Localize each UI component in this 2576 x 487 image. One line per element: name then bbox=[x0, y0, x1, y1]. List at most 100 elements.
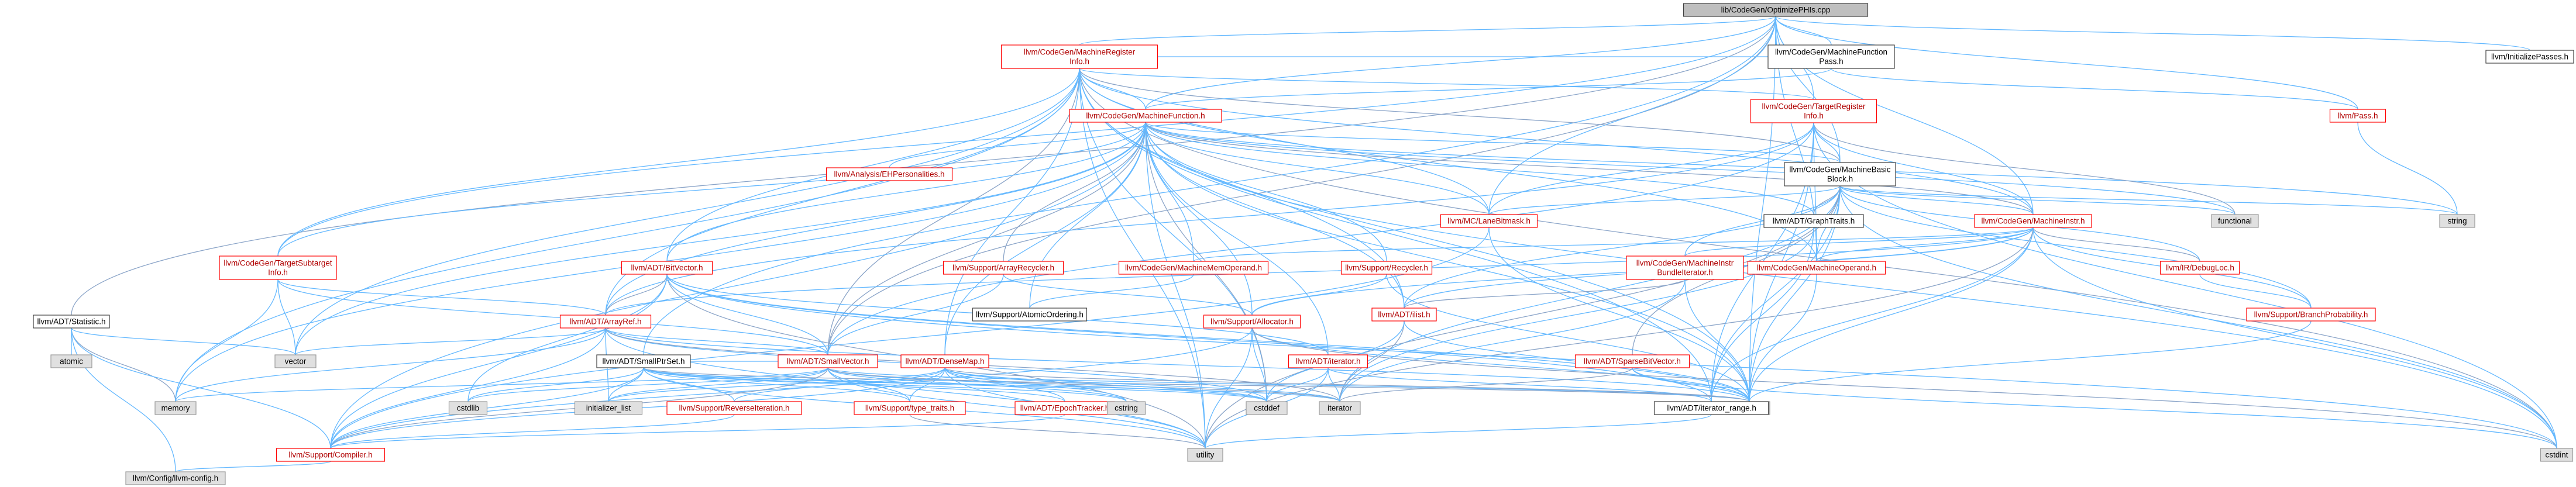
node-llvm-mc-lanebitmask-h[interactable]: llvm/MC/LaneBitmask.h bbox=[1440, 214, 1538, 228]
node-llvm-adt-smallvector-h[interactable]: llvm/ADT/SmallVector.h bbox=[778, 354, 878, 368]
edge-line bbox=[666, 274, 828, 355]
edge-line bbox=[1488, 185, 1841, 215]
node-llvm-adt-ilist-h[interactable]: llvm/ADT/ilist.h bbox=[1371, 308, 1437, 322]
edge-mf-to-vector bbox=[295, 122, 1146, 355]
edge-line bbox=[944, 367, 1267, 402]
edge-aref-to-svec bbox=[605, 327, 828, 355]
node-llvm-adt-statistic-h[interactable]: llvm/ADT/Statistic.h bbox=[33, 315, 110, 329]
node-llvm-support-type-traits-h[interactable]: llvm/Support/type_traits.h bbox=[854, 401, 966, 415]
edge-line bbox=[608, 367, 945, 402]
edge-line bbox=[1145, 122, 2034, 215]
edge-line bbox=[1079, 68, 2557, 449]
node-box bbox=[1440, 214, 1538, 228]
node-llvm-adt-iterator-range-h[interactable]: llvm/ADT/iterator_range.h bbox=[1653, 401, 1769, 415]
node-llvm-support-arrayrecycler-h[interactable]: llvm/Support/ArrayRecycler.h bbox=[943, 261, 1064, 275]
edge-bitv-to-aref bbox=[605, 274, 668, 316]
node-llvm-support-compiler-h[interactable]: llvm/Support/Compiler.h bbox=[276, 448, 386, 462]
node-llvm-pass-h[interactable]: llvm/Pass.h bbox=[2329, 109, 2386, 123]
edge-line bbox=[605, 122, 1814, 316]
edge-line bbox=[330, 274, 668, 449]
edge-line bbox=[1775, 16, 2358, 110]
edge-tsi-to-vector bbox=[277, 279, 296, 355]
edge-mo-to-cassert bbox=[1749, 274, 1817, 402]
edge-line bbox=[1003, 274, 1253, 316]
edge-line bbox=[2357, 122, 2458, 215]
edge-svec-to-iterator bbox=[827, 367, 1340, 402]
node-llvm-adt-graphtraits-h[interactable]: llvm/ADT/GraphTraits.h bbox=[1763, 214, 1864, 228]
node-llvm-adt-densemap-h[interactable]: llvm/ADT/DenseMap.h bbox=[900, 354, 989, 368]
edge-line bbox=[277, 68, 1080, 257]
edge-svec-to-cstddef bbox=[827, 367, 1267, 402]
edge-sps-to-svec bbox=[690, 361, 778, 362]
node-llvm-codegen-machinefunction-h[interactable]: llvm/CodeGen/MachineFunction.h bbox=[1069, 109, 1222, 123]
edge-mf-to-svec bbox=[827, 122, 1146, 355]
node-llvm-codegen-machineinstrbundleiterator-h[interactable]: llvm/CodeGen/MachineInstrBundleIterator.… bbox=[1626, 255, 1744, 280]
edge-mri-to-memory bbox=[175, 68, 1080, 402]
edge-line bbox=[467, 274, 668, 402]
node-atomic: atomic bbox=[50, 354, 92, 368]
node-label: llvm/CodeGen/MachineBasic bbox=[1789, 165, 1891, 174]
node-label: llvm/Support/BranchProbability.h bbox=[2254, 310, 2368, 319]
node-llvm-support-allocator-h[interactable]: llvm/Support/Allocator.h bbox=[1203, 315, 1301, 329]
edge-line bbox=[71, 327, 331, 449]
node-llvm-codegen-machineinstr-h[interactable]: llvm/CodeGen/MachineInstr.h bbox=[1974, 214, 2092, 228]
node-llvm-codegen-machinememoperand-h[interactable]: llvm/CodeGen/MachineMemOperand.h bbox=[1118, 261, 1269, 275]
edge-mi-to-cstdint bbox=[2032, 227, 2557, 449]
node-llvm-support-recycler-h[interactable]: llvm/Support/Recycler.h bbox=[1340, 261, 1433, 275]
node-llvm-codegen-machineoperand-h[interactable]: llvm/CodeGen/MachineOperand.h bbox=[1747, 261, 1886, 275]
edge-mbb-to-functional bbox=[1839, 185, 2235, 215]
edge-lbm-to-cassert bbox=[1488, 227, 1750, 402]
edge-line bbox=[605, 327, 1206, 449]
edge-mri-to-tsi bbox=[277, 68, 1080, 257]
node-box bbox=[1626, 255, 1744, 280]
edge-line bbox=[1079, 68, 2034, 215]
node-llvm-adt-iterator-h[interactable]: llvm/ADT/iterator.h bbox=[1288, 354, 1368, 368]
edge-dbg-to-bp bbox=[2199, 274, 2312, 309]
edge-mi-to-itrange bbox=[1711, 227, 2034, 402]
edge-line bbox=[277, 279, 828, 355]
node-llvm-analysis-ehpersonalities-h[interactable]: llvm/Analysis/EHPersonalities.h bbox=[826, 167, 953, 181]
edge-line bbox=[1749, 274, 1817, 402]
edge-alloc-to-cstdint bbox=[1251, 327, 2557, 449]
node-llvm-support-reverseiteration-h[interactable]: llvm/Support/ReverseIteration.h bbox=[666, 401, 802, 415]
edge-line bbox=[330, 327, 606, 449]
edge-line bbox=[643, 367, 1127, 402]
node-label: llvm/Config/llvm-config.h bbox=[133, 474, 218, 483]
edge-root-to-mbb bbox=[1775, 16, 1841, 163]
edge-mbb-to-string bbox=[1839, 185, 2458, 215]
node-box bbox=[900, 354, 989, 368]
edge-mfp-to-pass bbox=[1831, 68, 2358, 110]
node-llvm-adt-arrayref-h[interactable]: llvm/ADT/ArrayRef.h bbox=[559, 315, 652, 329]
node-label: functional bbox=[2218, 217, 2252, 226]
edge-mbb-to-ilist bbox=[1404, 185, 1841, 309]
node-llvm-support-atomicordering-h[interactable]: llvm/Support/AtomicOrdering.h bbox=[972, 308, 1088, 322]
node-llvm-initializepasses-h[interactable]: llvm/InitializePasses.h bbox=[2485, 50, 2574, 64]
node-llvm-adt-bitvector-h[interactable]: llvm/ADT/BitVector.h bbox=[621, 261, 713, 275]
node-box bbox=[1371, 308, 1437, 322]
node-llvm-adt-smallptrset-h[interactable]: llvm/ADT/SmallPtrSet.h bbox=[596, 354, 691, 368]
node-box bbox=[596, 354, 691, 368]
node-box bbox=[2485, 50, 2574, 64]
edge-line bbox=[467, 367, 644, 402]
edge-tsi-to-memory bbox=[175, 279, 278, 402]
node-label: Info.h bbox=[1069, 57, 1089, 66]
edge-tsi-to-svec bbox=[277, 279, 828, 355]
node-label: llvm/Support/ReverseIteration.h bbox=[679, 404, 789, 413]
node-label: lib/CodeGen/OptimizePHIs.cpp bbox=[1721, 6, 1831, 15]
node-llvm-ir-debugloc-h[interactable]: llvm/IR/DebugLoc.h bbox=[2159, 261, 2240, 275]
node-lib-codegen-optimizephis-cpp[interactable]: lib/CodeGen/OptimizePHIs.cpp bbox=[1683, 3, 1869, 17]
node-llvm-adt-sparsebitvector-h[interactable]: llvm/ADT/SparseBitVector.h bbox=[1574, 354, 1690, 368]
edge-root-to-pass bbox=[1775, 16, 2358, 110]
edge-line bbox=[1145, 122, 1841, 163]
node-llvm-support-branchprobability-h[interactable]: llvm/Support/BranchProbability.h bbox=[2246, 308, 2376, 322]
edge-arrowhead bbox=[1077, 40, 1082, 45]
edge-line bbox=[1404, 185, 1841, 309]
node-llvm-adt-epochtracker-h[interactable]: llvm/ADT/EpochTracker.h bbox=[1014, 401, 1115, 415]
edge-sbv-to-iterator bbox=[1339, 367, 1633, 402]
node-label: memory bbox=[161, 404, 190, 413]
